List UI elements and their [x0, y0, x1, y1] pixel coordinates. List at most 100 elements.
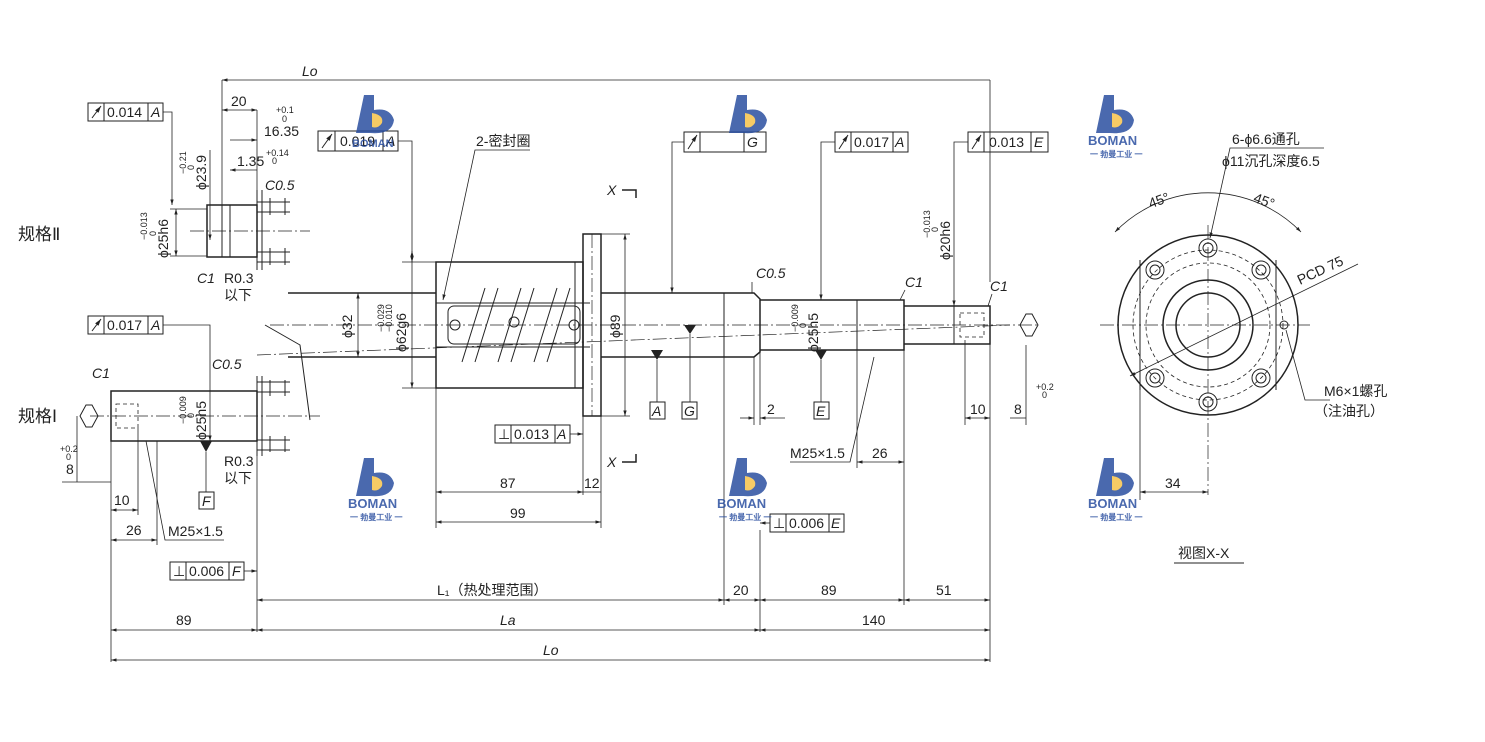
- svg-text:M6×1螺孔: M6×1螺孔: [1324, 383, 1387, 399]
- spec1-label: 规格Ⅰ: [18, 407, 57, 426]
- svg-text:0: 0: [1042, 390, 1047, 400]
- svg-text:0.006: 0.006: [789, 515, 824, 531]
- svg-text:G: G: [684, 403, 695, 419]
- svg-text:BOMAN: BOMAN: [1088, 133, 1137, 148]
- svg-text:89: 89: [821, 582, 837, 598]
- svg-text:26: 26: [872, 445, 888, 461]
- svg-text:34: 34: [1165, 475, 1181, 491]
- svg-text:89: 89: [176, 612, 192, 628]
- svg-text:ϕ20h6: ϕ20h6: [937, 221, 953, 260]
- svg-text:C1: C1: [92, 365, 110, 381]
- svg-text:6-ϕ6.6通孔: 6-ϕ6.6通孔: [1232, 131, 1300, 147]
- runout-frame-0014: 0.014 A: [87, 102, 174, 205]
- spec2-shaft-end: 规格Ⅱ ϕ25h6 0 −0.013 ϕ23.9 0 −0.21 C1 R0.3…: [18, 80, 310, 303]
- svg-text:16.35: 16.35: [264, 123, 299, 139]
- svg-text:一 勃曼工业 一: 一 勃曼工业 一: [1090, 512, 1142, 522]
- svg-text:⊥: ⊥: [773, 515, 785, 531]
- watermark-logos: BOMAN BOMAN 一 勃曼工业 一 BOMAN 一 勃曼工业 一 BOMA…: [348, 95, 1142, 522]
- svg-text:BOMAN: BOMAN: [717, 496, 766, 511]
- svg-text:一 勃曼工业 一: 一 勃曼工业 一: [719, 512, 771, 522]
- svg-text:87: 87: [500, 475, 516, 491]
- ball-nut: 87 12 99 ϕ62g6 −0.010 −0.029 ϕ32 ϕ89 2-密…: [317, 130, 637, 528]
- perp-frame-0006-f: ⊥ 0.006 F: [169, 561, 257, 581]
- svg-text:+0.14: +0.14: [266, 148, 289, 158]
- svg-text:10: 10: [970, 401, 986, 417]
- svg-text:0.014: 0.014: [107, 104, 142, 120]
- right-annotations: G 0.017 A 0.013 E ϕ20h6 0 −0.013 ϕ25h5 0…: [670, 131, 1049, 533]
- svg-text:0.013: 0.013: [514, 426, 549, 442]
- svg-text:+0.2: +0.2: [1036, 382, 1054, 392]
- svg-text:C1: C1: [905, 274, 923, 290]
- chamfer-c1-label: C1: [197, 270, 215, 286]
- svg-text:−0.009: −0.009: [790, 304, 800, 332]
- datum-f: F: [202, 493, 212, 509]
- runout-frame-0019: 0.019 A: [317, 130, 414, 262]
- svg-text:−0.21: −0.21: [178, 151, 188, 174]
- phi25h6-dim: ϕ25h6: [155, 219, 171, 258]
- svg-text:R0.3: R0.3: [224, 270, 254, 286]
- svg-text:ϕ25h5: ϕ25h5: [193, 401, 209, 440]
- svg-text:−0.013: −0.013: [922, 210, 932, 238]
- svg-text:140: 140: [862, 612, 886, 628]
- dim-20: 20: [231, 93, 247, 109]
- svg-text:8: 8: [66, 461, 74, 477]
- svg-text:Lo: Lo: [302, 63, 318, 79]
- svg-text:E: E: [816, 403, 826, 419]
- svg-text:G: G: [747, 134, 758, 150]
- svg-text:0.006: 0.006: [189, 563, 224, 579]
- svg-text:8: 8: [1014, 401, 1022, 417]
- svg-text:12: 12: [584, 475, 600, 491]
- svg-text:C0.5: C0.5: [212, 356, 242, 372]
- svg-text:45°: 45°: [1252, 189, 1277, 211]
- bottom-dimension-chain: L₁（热处理范围） 20 89 51 89 La 140 Lo Lo: [111, 63, 991, 662]
- svg-text:45°: 45°: [1146, 189, 1171, 211]
- svg-text:0: 0: [282, 114, 287, 124]
- svg-text:⊥: ⊥: [498, 426, 510, 442]
- svg-text:E: E: [831, 515, 841, 531]
- svg-text:A: A: [894, 134, 904, 150]
- svg-text:−0.010: −0.010: [384, 304, 394, 332]
- svg-text:A: A: [556, 426, 566, 442]
- svg-text:A: A: [385, 133, 395, 149]
- svg-text:M25×1.5: M25×1.5: [790, 445, 845, 461]
- spec1-shaft-end: 规格Ⅰ ϕ25h5 0 −0.009 C1 C0.5 R0.3 以下 F: [18, 315, 320, 662]
- view-x-x: 45° 45° 6-ϕ6.6通孔 ϕ11沉孔深度6.5 PCD 75 M6×1螺…: [1100, 131, 1387, 564]
- svg-text:M25×1.5: M25×1.5: [168, 523, 223, 539]
- phi23-9-dim: ϕ23.9: [193, 155, 209, 190]
- svg-text:⊥: ⊥: [173, 563, 185, 579]
- svg-text:1.35: 1.35: [237, 153, 264, 169]
- svg-text:BOMAN: BOMAN: [1088, 496, 1137, 511]
- svg-text:R0.3: R0.3: [224, 453, 254, 469]
- svg-text:26: 26: [126, 522, 142, 538]
- svg-text:0.017: 0.017: [107, 317, 142, 333]
- svg-text:2: 2: [767, 401, 775, 417]
- svg-text:−0.009: −0.009: [178, 396, 188, 424]
- svg-text:−0.029: −0.029: [376, 304, 386, 332]
- runout-frame-0017-a: 0.017 A: [87, 315, 211, 378]
- svg-text:C0.5: C0.5: [756, 265, 786, 281]
- svg-text:+0.2: +0.2: [60, 444, 78, 454]
- svg-text:L₁（热处理范围）: L₁（热处理范围）: [437, 582, 548, 598]
- svg-text:2-密封圈: 2-密封圈: [476, 133, 530, 149]
- svg-text:0: 0: [148, 231, 158, 236]
- svg-text:X: X: [606, 454, 617, 470]
- svg-text:0: 0: [186, 413, 196, 418]
- svg-text:99: 99: [510, 505, 526, 521]
- datum-markers: A G E: [649, 325, 830, 420]
- svg-text:A: A: [150, 104, 160, 120]
- svg-text:BOMAN: BOMAN: [348, 496, 397, 511]
- svg-text:La: La: [500, 612, 516, 628]
- svg-text:ϕ25h5: ϕ25h5: [805, 313, 821, 352]
- svg-text:51: 51: [936, 582, 952, 598]
- svg-text:E: E: [1034, 134, 1044, 150]
- view-title: 视图X-X: [1178, 545, 1230, 561]
- svg-text:C0.5: C0.5: [265, 177, 295, 193]
- svg-text:BOMAN: BOMAN: [352, 138, 394, 150]
- svg-text:0.017: 0.017: [854, 134, 889, 150]
- svg-text:0: 0: [186, 165, 196, 170]
- svg-text:0: 0: [798, 323, 808, 328]
- svg-text:ϕ32: ϕ32: [339, 314, 355, 338]
- svg-text:F: F: [232, 563, 242, 579]
- svg-text:A: A: [651, 403, 661, 419]
- svg-text:ϕ89: ϕ89: [607, 314, 623, 338]
